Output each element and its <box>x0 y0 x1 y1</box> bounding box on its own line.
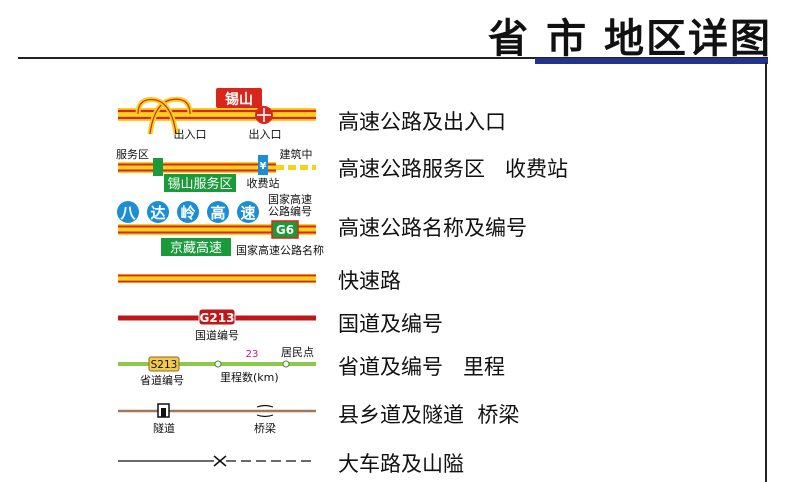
service-area-label: 服务区 <box>116 148 149 161</box>
legend-label-service-toll: 高速公路服务区 收费站 <box>338 157 569 181</box>
interchange-name-badge <box>216 88 262 108</box>
expressway-name: 京藏高速 <box>170 240 222 256</box>
service-area-icon <box>153 158 163 176</box>
entrance-label-right: 出入口 <box>249 127 282 141</box>
legend-label-cart-road: 大车路及山隘 <box>338 452 464 476</box>
bridge-label: 桥梁 <box>254 421 276 435</box>
legend-symbol-expressway-name: 八 达 岭 高 速 国家高速 公路编号 G6 京藏高速 国家高速公路名称 <box>117 192 324 257</box>
legend-symbol-service-area: 服务区 锡山服务区 ¥ 收费站 建筑中 <box>116 147 316 192</box>
provincial-code: S213 <box>151 359 178 371</box>
service-name-badge <box>164 174 236 192</box>
legend-label-expressway-name: 高速公路名称及编号 <box>338 216 527 240</box>
legend-label-provincial-road: 省道及编号 里程 <box>338 355 506 379</box>
settlement-icon <box>282 360 290 368</box>
national-expressway-label-line2: 公路编号 <box>268 204 312 218</box>
mileage-number: 23 <box>246 349 259 360</box>
svg-text:¥: ¥ <box>260 161 267 172</box>
legend-label-express-road: 快速路 <box>338 269 401 293</box>
legend-symbol-county-road: 隧道 桥梁 <box>118 403 316 435</box>
national-road-label: 国道编号 <box>195 328 239 342</box>
provincial-label: 省道编号 <box>140 373 184 387</box>
construction-label: 建筑中 <box>280 147 313 161</box>
interchange-name: 锡山 <box>225 91 253 108</box>
name-char-3: 岭 <box>180 204 195 222</box>
national-expressway-label-line1: 国家高速 <box>268 192 312 206</box>
national-code: G6 <box>276 223 294 237</box>
expressway-name-badge <box>161 238 231 256</box>
legend-label-expressway: 高速公路及出入口 <box>338 110 506 134</box>
page-title: 省 市 地区详图 <box>488 16 772 62</box>
settlement-label: 居民点 <box>281 346 314 359</box>
page-border-right <box>765 62 767 482</box>
toll-label: 收费站 <box>247 176 280 190</box>
national-name-label: 国家高速公路名称 <box>236 243 324 257</box>
national-code-badge <box>271 220 299 239</box>
legend-symbol-express-road <box>118 274 316 283</box>
legend-symbol-national-road: G213 国道编号 <box>118 308 316 342</box>
provincial-road-badge <box>148 356 180 372</box>
name-char-2: 达 <box>150 204 165 222</box>
national-road-badge <box>198 308 236 326</box>
name-char-5: 速 <box>240 204 255 222</box>
entrance-label-left: 出入口 <box>174 127 207 141</box>
mountain-pass-icon <box>213 455 227 467</box>
legend-symbol-expressway: 锡山 出入口 出入口 <box>118 88 316 141</box>
mileage-label: 里程数(km) <box>220 371 279 384</box>
tunnel-label: 隧道 <box>153 421 175 435</box>
toll-icon <box>258 155 268 175</box>
service-name: 锡山服务区 <box>167 176 232 192</box>
name-char-1: 八 <box>119 204 136 222</box>
legend-symbol-cart-road <box>118 455 316 467</box>
title-divider <box>18 57 768 59</box>
title-accent-bar <box>535 58 768 64</box>
legend-label-county-road: 县乡道及隧道 桥梁 <box>338 403 520 427</box>
legend-label-national-road: 国道及编号 <box>338 312 443 336</box>
bridge-icon <box>256 404 274 418</box>
name-char-4: 高 <box>210 204 225 222</box>
legend-symbol-provincial-road: S213 省道编号 23 里程数(km) 居民点 <box>118 346 316 387</box>
national-road-code: G213 <box>200 311 235 325</box>
